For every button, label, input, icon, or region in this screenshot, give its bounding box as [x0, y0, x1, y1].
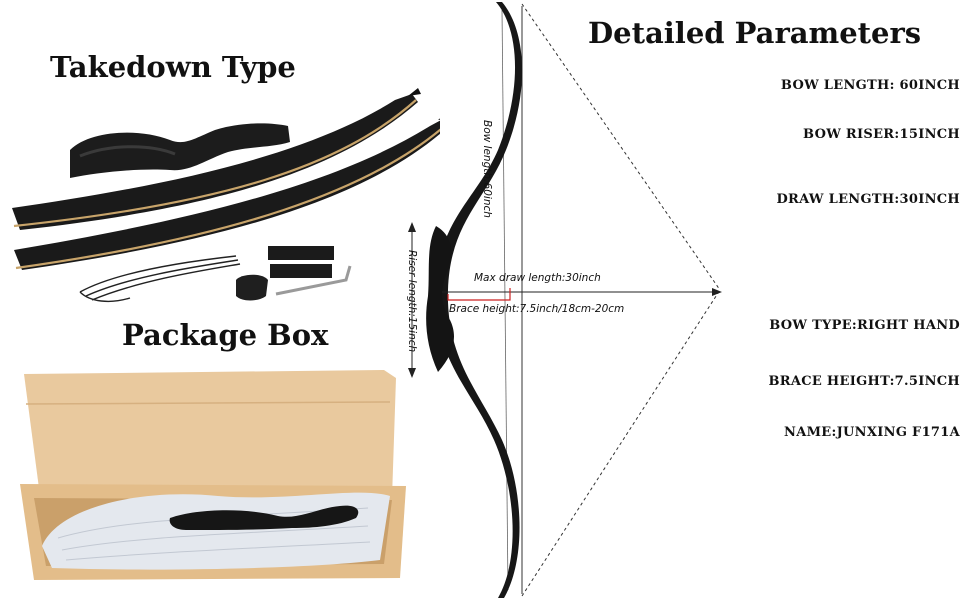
max-draw-length-label: Max draw length:30inch — [474, 272, 601, 284]
draw-line-bottom — [521, 289, 721, 597]
param-bow-riser: BOW RISER:15INCH — [803, 127, 960, 142]
bowstring-coil — [79, 255, 241, 303]
lower-limb — [14, 120, 440, 270]
draw-line-top — [521, 3, 721, 291]
bow-riser — [426, 226, 454, 372]
riser-part — [70, 123, 290, 178]
velcro-pad — [268, 246, 334, 260]
param-bow-length: BOW LENGTH: 60INCH — [780, 78, 960, 93]
bow-diagram — [408, 2, 722, 598]
param-draw-length: DRAW LENGTH:30INCH — [776, 192, 960, 207]
riser-in-box — [169, 505, 359, 530]
takedown-parts-image — [12, 88, 440, 303]
allen-key — [275, 265, 352, 296]
brace-height-label: Brace height:7.5inch/18cm-20cm — [449, 303, 625, 315]
param-name: NAME:JUNXING F171A — [784, 425, 960, 440]
riser-length-label: Riser length:15inch — [406, 250, 418, 353]
package-box-image — [20, 370, 406, 580]
detailed-parameters-heading: Detailed Parameters — [588, 16, 922, 50]
bow-body — [435, 2, 523, 598]
brace-height-bracket — [447, 288, 511, 301]
package-box-heading: Package Box — [122, 318, 329, 352]
param-bow-type: BOW TYPE:RIGHT HAND — [769, 318, 960, 333]
box-lid — [24, 370, 396, 498]
bow-length-label: Bow length:60inch — [481, 120, 493, 218]
param-brace-height: BRACE HEIGHT:7.5INCH — [768, 374, 960, 389]
takedown-type-heading: Takedown Type — [50, 50, 296, 84]
arrow-rest — [236, 274, 268, 301]
upper-limb — [12, 94, 418, 230]
